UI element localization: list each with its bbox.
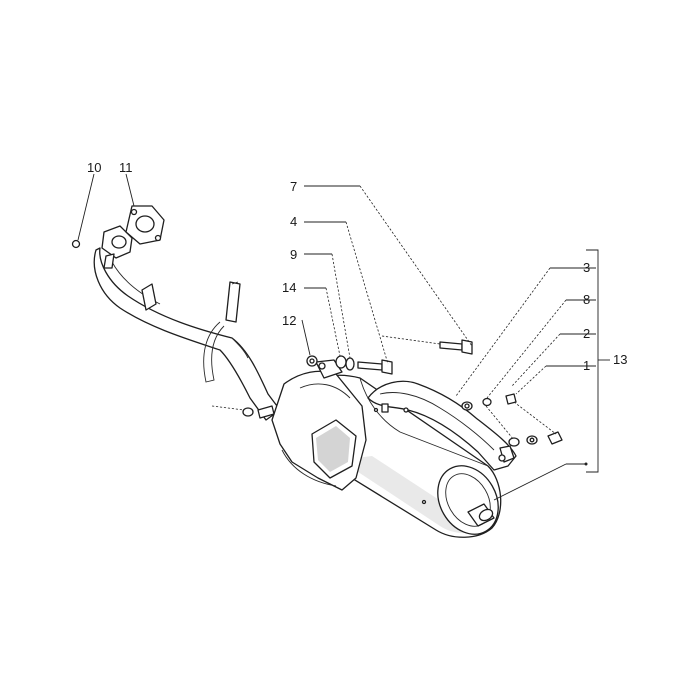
callout-4[interactable]: 4 [290,214,298,229]
callout-12[interactable]: 12 [282,313,297,328]
nut-10 [71,239,81,249]
nut-lower-left [508,437,520,447]
callout-7[interactable]: 7 [290,179,298,194]
pipe-stud-washer [242,405,275,419]
heat-shield-upper [367,380,517,471]
callout-8[interactable]: 8 [583,292,591,307]
screw-1-lower [547,431,563,445]
breather-hose [203,281,241,383]
bolt-4 [357,359,393,375]
callout-10[interactable]: 10 [87,160,102,175]
washer-9 [345,357,355,371]
callout-2[interactable]: 2 [583,326,591,341]
exhaust-pipe [93,225,281,421]
nut-14 [335,355,347,369]
washer-8 [482,397,492,407]
leader-lines [77,173,610,501]
gasket [125,205,165,245]
callout-9[interactable]: 9 [290,247,298,262]
callout-3[interactable]: 3 [583,260,591,275]
bolt-7 [439,339,473,355]
heat-shield-front [271,359,367,491]
nut-12 [306,355,318,367]
callout-14[interactable]: 14 [282,280,297,295]
callout-1[interactable]: 1 [583,358,591,373]
washer-3 [461,401,473,411]
callout-13[interactable]: 13 [613,352,628,367]
callout-11[interactable]: 11 [119,160,133,175]
screw-1 [505,393,517,405]
nut-2-lower [526,435,538,445]
